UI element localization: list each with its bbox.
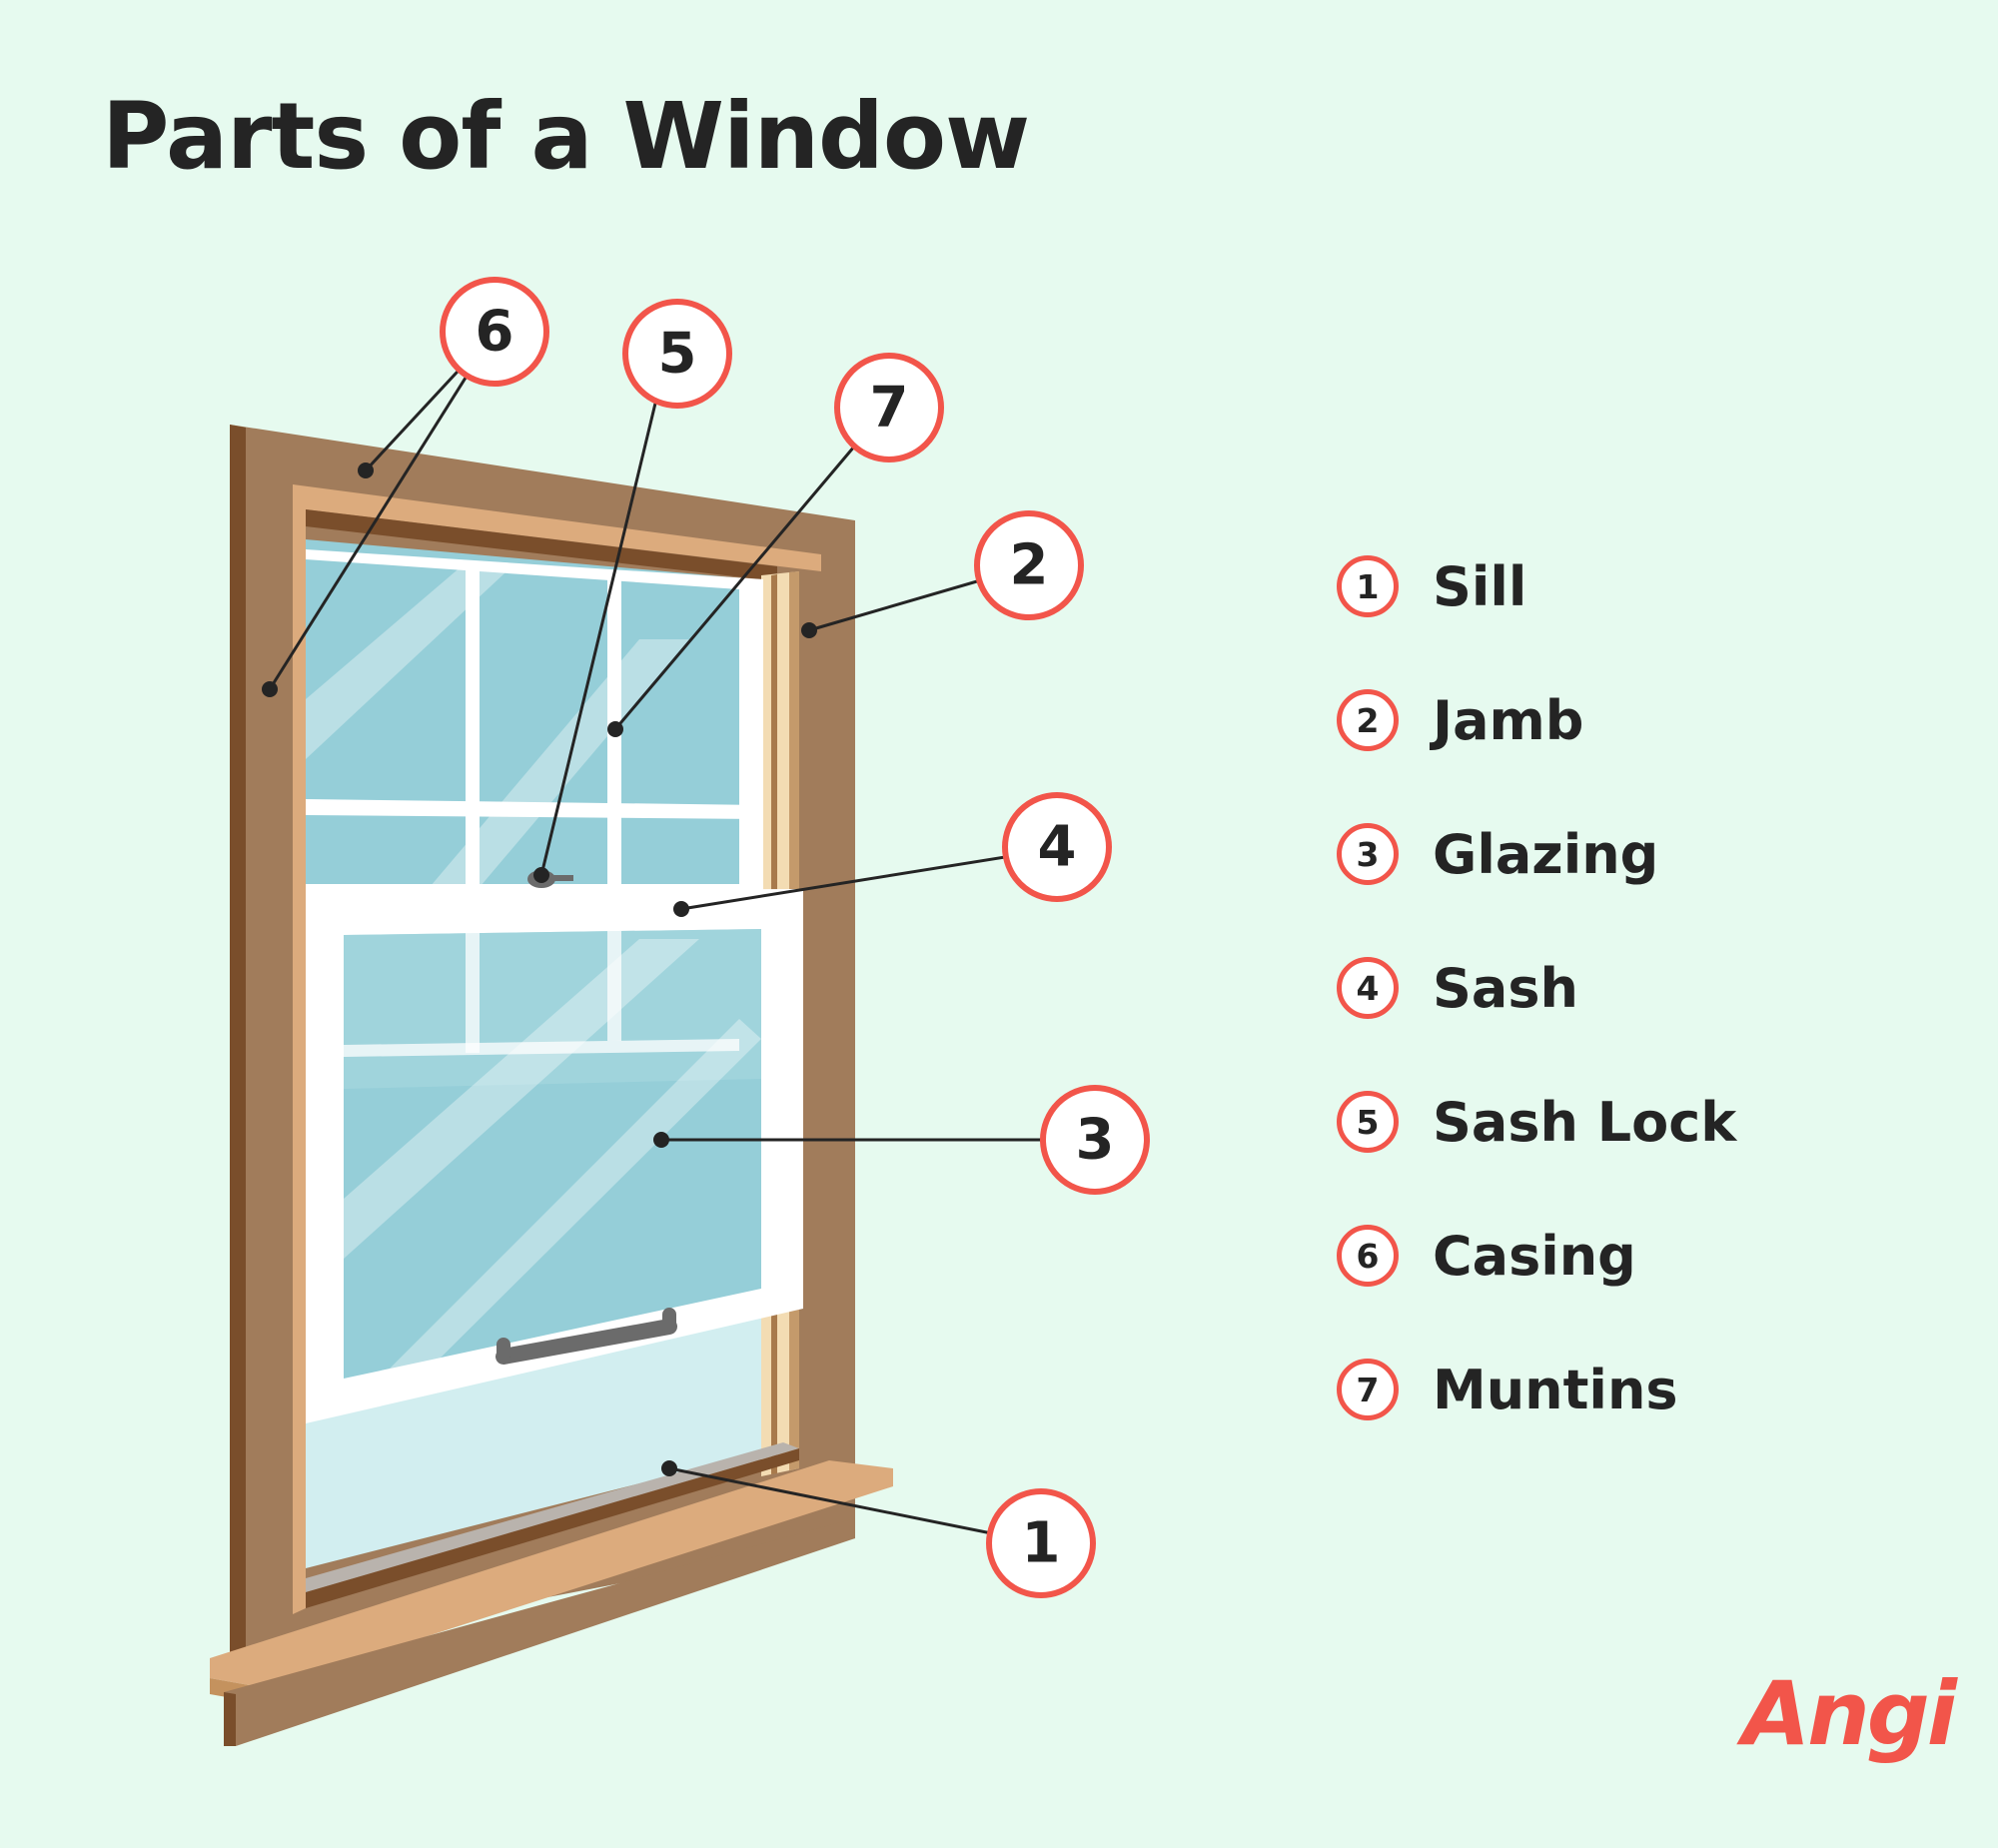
- legend-item-muntins: 7 Muntins: [1337, 1323, 1736, 1456]
- sill-under-edge: [224, 1692, 236, 1746]
- svg-text:3: 3: [1076, 1108, 1115, 1173]
- casing-left-edge: [230, 425, 246, 1658]
- legend-label: Sill: [1433, 554, 1527, 618]
- callout-4: 4: [1002, 792, 1112, 902]
- svg-text:4: 4: [1038, 815, 1077, 880]
- legend-item-sash-lock: 5 Sash Lock: [1337, 1055, 1736, 1189]
- legend-label: Sash Lock: [1433, 1090, 1737, 1154]
- legend-badge: 2: [1337, 689, 1399, 751]
- page-title: Parts of a Window: [102, 83, 1030, 190]
- svg-text:6: 6: [476, 300, 514, 365]
- svg-text:2: 2: [1010, 533, 1049, 598]
- legend: 1 Sill 2 Jamb 3 Glazing 4 Sash 5 Sash Lo…: [1337, 519, 1736, 1456]
- jamb-inner-left: [293, 484, 306, 1614]
- lower-sash: [306, 889, 803, 1423]
- legend-item-sash: 4 Sash: [1337, 921, 1736, 1055]
- legend-item-casing: 6 Casing: [1337, 1189, 1736, 1323]
- legend-badge: 1: [1337, 555, 1399, 617]
- stool-top: [306, 1442, 799, 1592]
- legend-item-jamb: 2 Jamb: [1337, 653, 1736, 787]
- callout-6: 6: [440, 277, 549, 387]
- callout-2: 2: [974, 510, 1084, 620]
- legend-badge: 4: [1337, 957, 1399, 1019]
- legend-label: Sash: [1433, 956, 1578, 1020]
- sill-under: [224, 1518, 855, 1746]
- legend-item-sill: 1 Sill: [1337, 519, 1736, 653]
- callout-5: 5: [622, 299, 732, 409]
- legend-label: Glazing: [1433, 822, 1659, 886]
- upper-sash: [306, 549, 763, 899]
- svg-text:5: 5: [658, 322, 697, 387]
- svg-text:7: 7: [870, 376, 909, 441]
- leader-lines: [268, 330, 1093, 1545]
- legend-badge: 3: [1337, 823, 1399, 885]
- jamb-inner-top: [293, 484, 821, 571]
- legend-badge: 5: [1337, 1091, 1399, 1153]
- legend-badge: 6: [1337, 1225, 1399, 1287]
- stool-shadow: [306, 1448, 799, 1608]
- callout-7: 7: [834, 353, 944, 462]
- callout-3: 3: [1040, 1085, 1150, 1195]
- legend-badge: 7: [1337, 1359, 1399, 1420]
- jamb-top-shadow: [306, 509, 777, 581]
- sill-top: [210, 1460, 893, 1688]
- leader-dots: [262, 462, 817, 1476]
- svg-text:1: 1: [1022, 1511, 1061, 1576]
- legend-label: Casing: [1433, 1224, 1636, 1288]
- legend-label: Jamb: [1433, 688, 1584, 752]
- callout-1: 1: [986, 1488, 1096, 1598]
- angi-logo: Angi: [1742, 1662, 1957, 1765]
- legend-label: Muntins: [1433, 1358, 1678, 1421]
- legend-item-glazing: 3 Glazing: [1337, 787, 1736, 921]
